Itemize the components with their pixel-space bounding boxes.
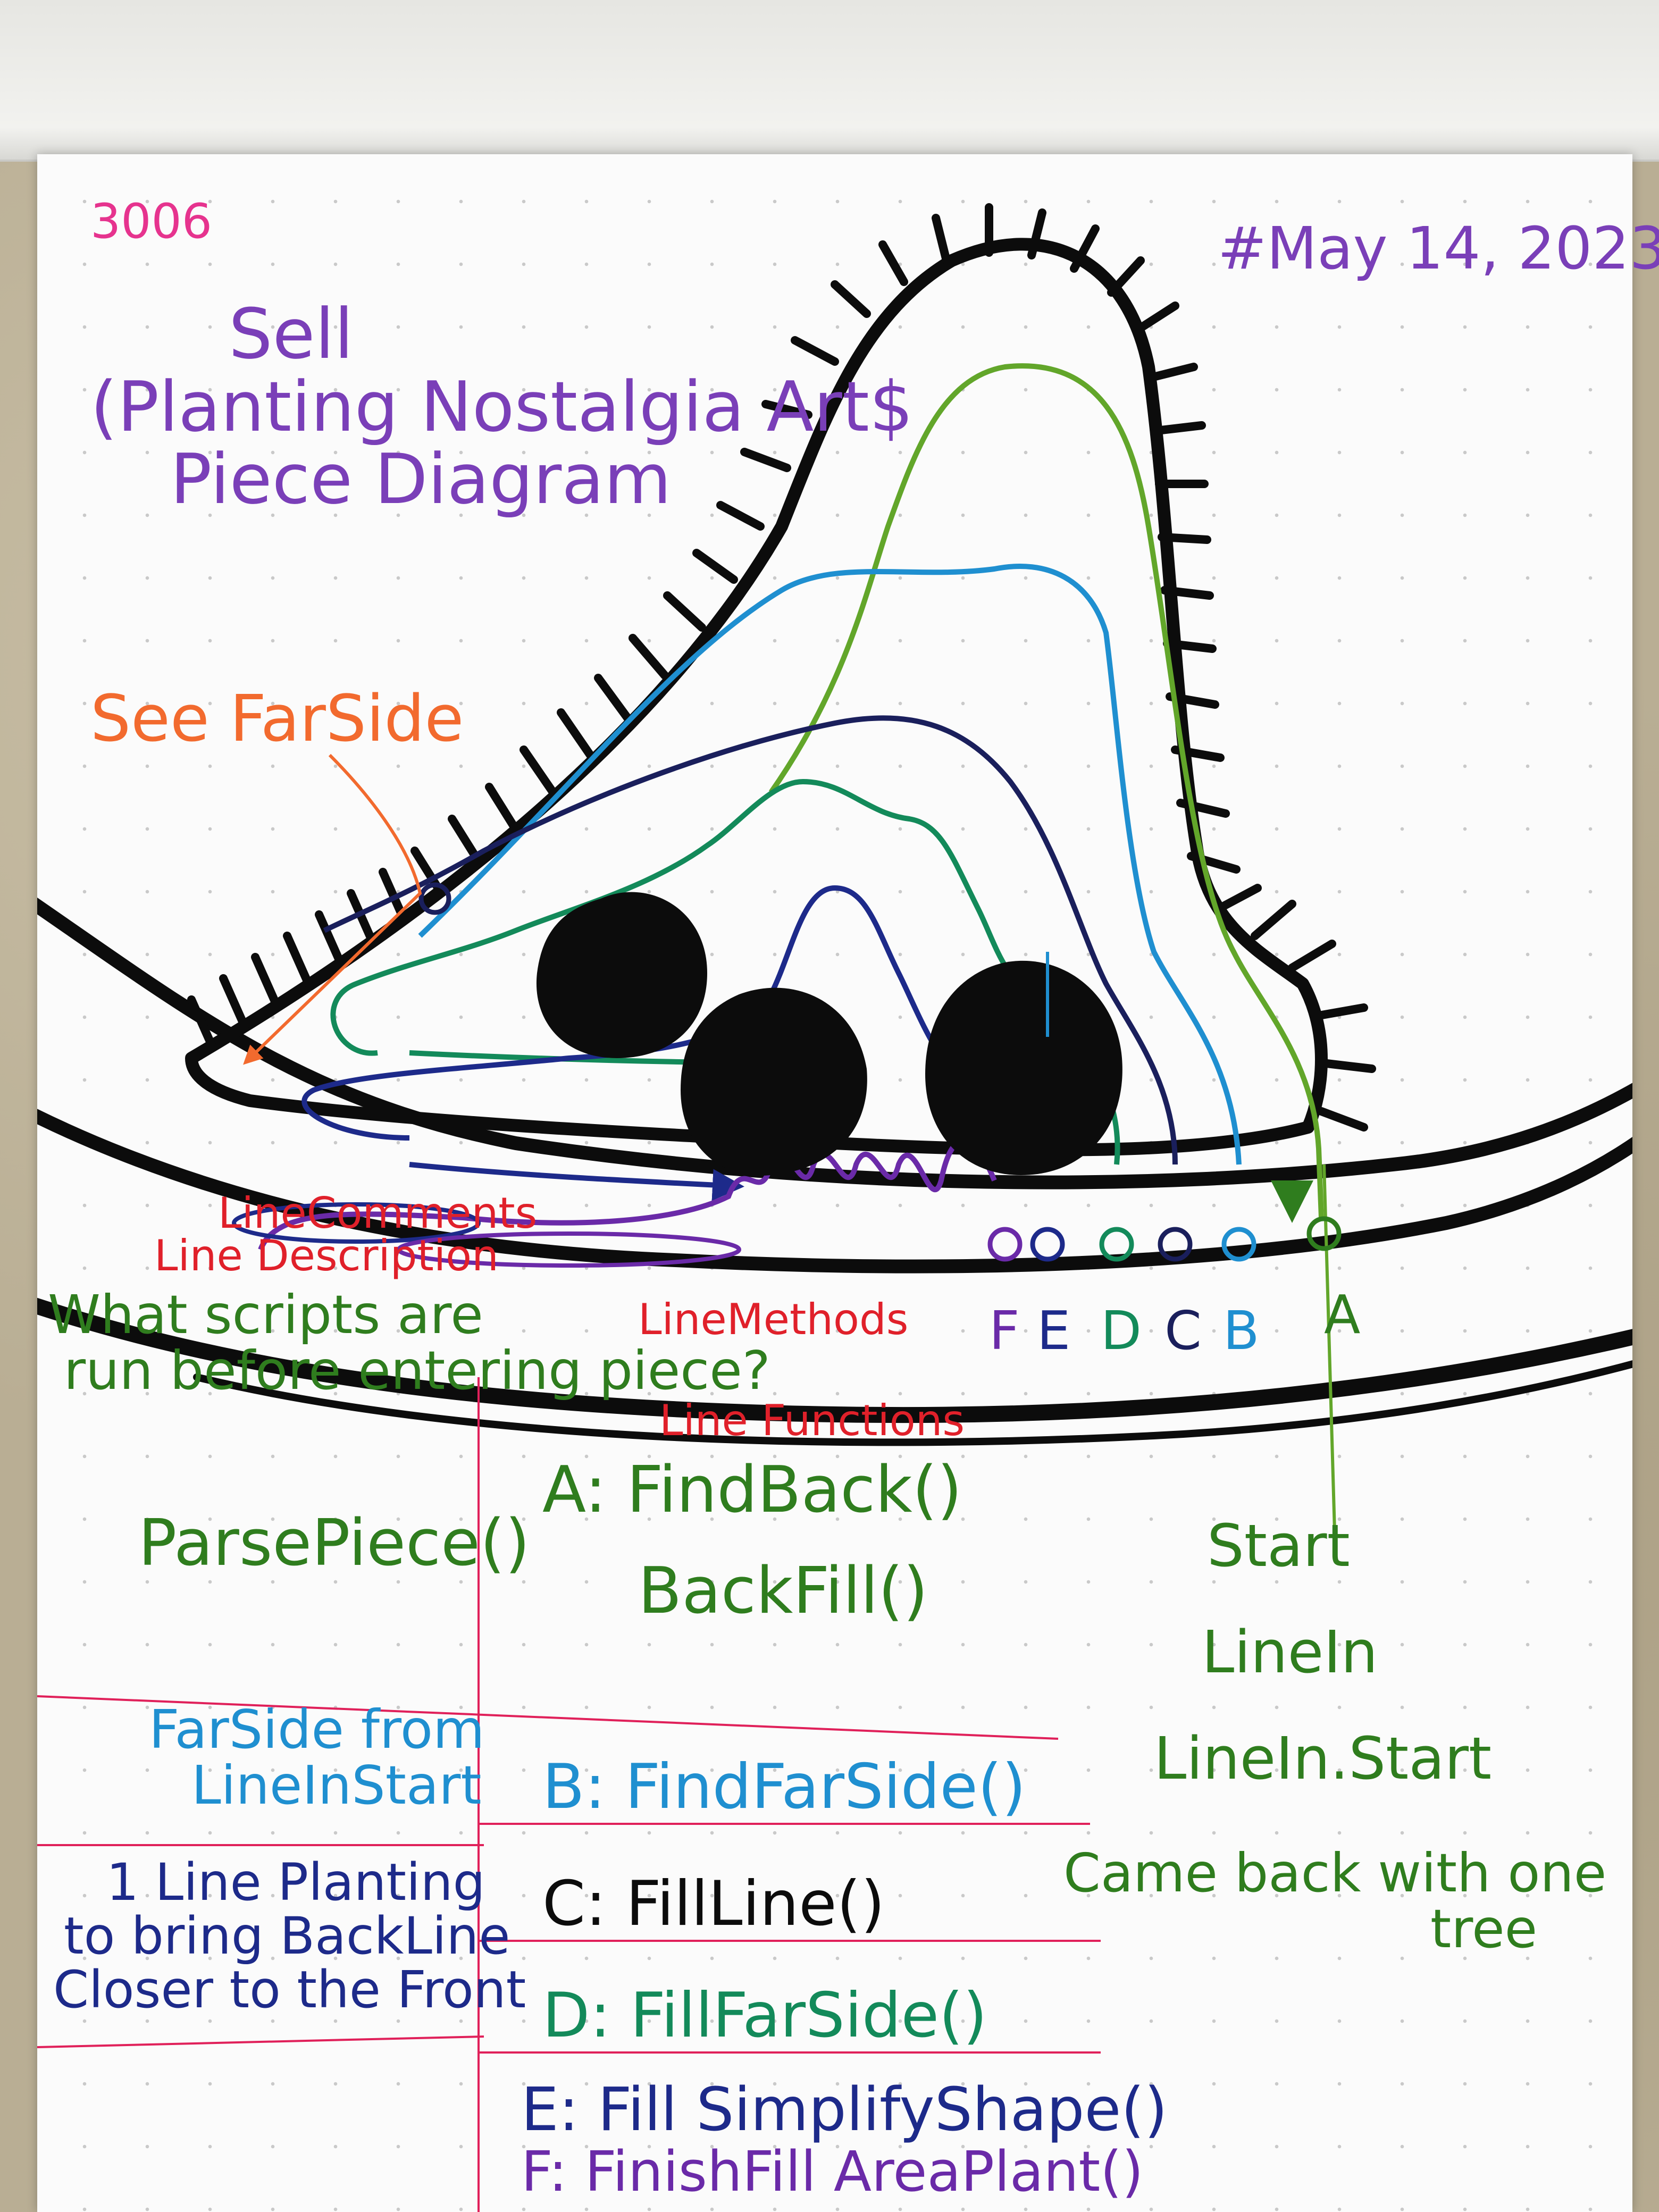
- date: #May 14, 2023: [1218, 214, 1659, 282]
- circle-d: [1099, 1227, 1134, 1262]
- came-back-note: Came back with one tree: [1063, 1845, 1606, 1957]
- letter-a: A: [1324, 1284, 1361, 1346]
- far-side-from-line-2: LineInStart: [191, 1754, 482, 1816]
- letter-f: F: [989, 1300, 1020, 1362]
- circle-b: [1221, 1227, 1256, 1262]
- function-e: E: Fill SimplifyShape(): [521, 2075, 1168, 2144]
- letter-e: E: [1037, 1300, 1071, 1362]
- line-c-path: [323, 715, 1178, 1165]
- small-loop-2: [397, 1231, 741, 1268]
- function-a: A: FindBack(): [542, 1453, 962, 1527]
- line-description-label: Line Description: [154, 1231, 499, 1280]
- line-a-start-path: [1322, 1164, 1336, 1532]
- title-line-1: Sell: [229, 294, 354, 374]
- came-back-line-2: tree: [1430, 1898, 1538, 1960]
- line-in-label: LineIn: [1202, 1618, 1378, 1686]
- function-d: D: FillFarSide(): [542, 1980, 987, 2051]
- came-back-line-1: Came back with one: [1063, 1842, 1607, 1904]
- see-far-side-label: See FarSide: [90, 682, 464, 756]
- line-end-circles: [418, 882, 1342, 1262]
- line-b-path: [418, 564, 1242, 1165]
- arrow-a-head: [1271, 1180, 1313, 1223]
- far-side-from-line-1: FarSide from: [149, 1698, 485, 1761]
- piece-diagram: [37, 203, 1632, 2212]
- line-comments-label: LineComments: [218, 1188, 538, 1238]
- title-line-2: (Planting Nostalgia Art$: [90, 366, 914, 447]
- function-f: F: FinishFill AreaPlant(): [521, 2139, 1144, 2204]
- line-a-path: [768, 363, 1324, 1218]
- tree-right: [925, 960, 1122, 1175]
- planting-cell: 1 Line Planting to bring BackLine Closer…: [53, 1856, 526, 2016]
- small-loop: [232, 1202, 481, 1244]
- see-far-side-pointer: [243, 753, 422, 1065]
- line-e-arrow: [409, 1162, 744, 1201]
- tree-left: [536, 892, 707, 1058]
- see-far-side-circle: [418, 882, 451, 915]
- start-label: Start: [1207, 1512, 1350, 1580]
- question-line-1: What scripts are: [48, 1284, 483, 1346]
- question: What scripts are run before entering pie…: [48, 1287, 770, 1398]
- previous-notebook-page: [0, 0, 1659, 162]
- planting-line-3: Closer to the Front: [53, 1959, 526, 2020]
- notebook-page: 3006 #May 14, 2023 Sell (Planting Nostal…: [37, 154, 1659, 2212]
- function-b: B: FindFarSide(): [542, 1751, 1026, 1823]
- table-grid: [37, 1377, 1101, 2212]
- title: Sell (Planting Nostalgia Art$ Piece Diag…: [90, 298, 914, 516]
- circle-a: [1306, 1216, 1342, 1251]
- parse-piece-cell: ParsePiece(): [138, 1506, 530, 1580]
- letter-d: D: [1101, 1300, 1142, 1362]
- line-methods-label: LineMethods: [638, 1295, 909, 1344]
- line-functions-label: Line Functions: [659, 1396, 965, 1445]
- planting-line-2: to bring BackLine: [64, 1906, 510, 1966]
- function-a-backfill: BackFill(): [638, 1554, 928, 1628]
- circle-f: [987, 1227, 1023, 1262]
- letter-c: C: [1164, 1300, 1202, 1362]
- line-in-start-label: LineIn.Start: [1154, 1724, 1492, 1792]
- planting-line-1: 1 Line Planting: [106, 1853, 485, 1912]
- question-line-2: run before entering piece?: [64, 1339, 770, 1402]
- page-number: 3006: [90, 194, 213, 249]
- line-f-path: [258, 1138, 997, 1251]
- circle-c: [1158, 1227, 1193, 1262]
- function-c: C: FillLine(): [542, 1868, 885, 1940]
- road-upper-line: [37, 1109, 1632, 1273]
- road-lower-line: [37, 1297, 1632, 1423]
- piece-hatching: [187, 203, 1376, 1132]
- road-lower-line-2: [193, 1360, 1632, 1446]
- letter-b: B: [1223, 1300, 1260, 1362]
- title-line-3: Piece Diagram: [170, 439, 672, 520]
- circle-e: [1030, 1227, 1065, 1262]
- tree-middle: [681, 987, 867, 1176]
- far-side-from-cell: FarSide from LineInStart: [122, 1702, 485, 1813]
